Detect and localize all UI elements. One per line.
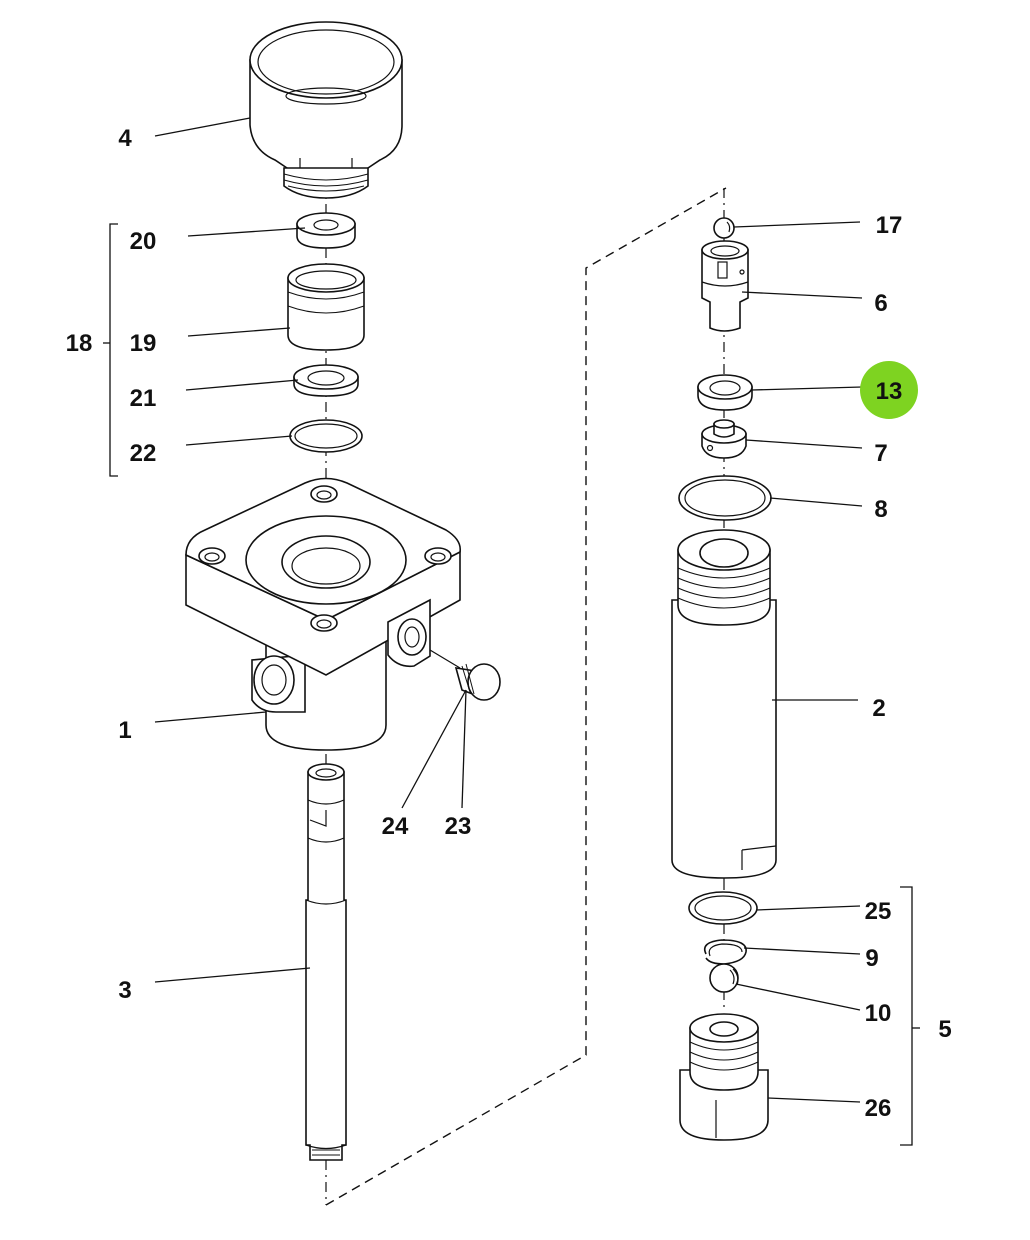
callout-6[interactable]: 6	[874, 290, 887, 317]
part-8-o-ring	[678, 475, 772, 521]
callout-4[interactable]: 4	[118, 125, 132, 152]
callout-22[interactable]: 22	[130, 440, 157, 467]
dashed-connection-line	[325, 187, 727, 1206]
part-23-knob	[429, 649, 501, 701]
callout-20[interactable]: 20	[130, 228, 157, 255]
part-21-seal	[293, 364, 359, 397]
callout-9[interactable]: 9	[865, 945, 878, 972]
part-1-housing	[185, 477, 462, 751]
bracket-group-5	[900, 886, 920, 1146]
part-4-cap	[249, 21, 403, 199]
part-13-seal	[697, 374, 753, 411]
callout-24[interactable]: 24	[382, 813, 409, 840]
callout-2[interactable]: 2	[872, 695, 885, 722]
callout-1[interactable]: 1	[118, 717, 131, 744]
callout-8[interactable]: 8	[874, 496, 887, 523]
part-7-fitting	[701, 419, 747, 459]
leader-lines	[154, 117, 863, 1103]
part-20-washer	[296, 212, 356, 249]
highlight-marker-13	[860, 361, 918, 419]
callout-13[interactable]: 13	[876, 378, 903, 405]
callout-18[interactable]: 18	[66, 330, 93, 357]
part-2-cylinder	[671, 529, 777, 879]
callout-17[interactable]: 17	[876, 212, 903, 239]
callout-labels: 4 20 18 19 21 22 1 24 23 3 17 6 13 7 8 2…	[66, 125, 952, 1122]
bracket-group-18	[103, 223, 118, 477]
part-26-seat	[679, 1013, 769, 1141]
callout-25[interactable]: 25	[865, 898, 892, 925]
part-19-bushing	[287, 263, 365, 351]
callout-10[interactable]: 10	[865, 1000, 892, 1027]
callout-26[interactable]: 26	[865, 1095, 892, 1122]
part-9-retaining-ring	[703, 939, 747, 965]
callout-23[interactable]: 23	[445, 813, 472, 840]
part-25-o-ring	[688, 891, 758, 925]
callout-3[interactable]: 3	[118, 977, 131, 1004]
callout-21[interactable]: 21	[130, 385, 157, 412]
callout-5[interactable]: 5	[938, 1016, 951, 1043]
part-10-ball	[709, 963, 739, 993]
callout-19[interactable]: 19	[130, 330, 157, 357]
part-6-valve-body	[701, 240, 749, 332]
part-22-o-ring	[289, 419, 363, 453]
part-3-shaft	[305, 763, 347, 1161]
part-17-ball	[713, 217, 735, 239]
callout-7[interactable]: 7	[874, 440, 887, 467]
